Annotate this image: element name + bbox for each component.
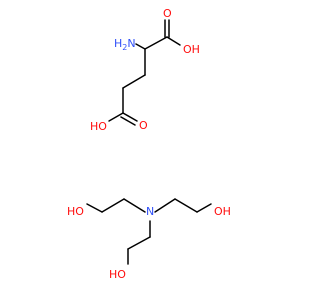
molecule-drawing: H2N OH O HO O N HO [67,7,231,281]
bond-n-right-c1 [154,198,176,213]
oh-bottom-label: HO [109,268,126,281]
acid1-o-label: O [163,7,172,20]
triethanolamine: N HO OH HO [67,198,231,281]
acid2-o-label: O [139,119,148,132]
bond-c5-o-double-b [120,116,136,126]
molecule-canvas: H2N OH O HO O N HO [67,7,231,281]
amine-label: H2N [114,37,136,52]
bond-left-c1-c2 [101,198,125,213]
bond-calpha-c1 [144,36,168,50]
oh-right-label: OH [214,205,231,218]
nitrogen-label: N [146,205,154,218]
glutamic-acid: H2N OH O HO O [90,7,200,133]
bond-cb-cg [122,74,146,89]
acid2-ho-label: HO [90,120,107,133]
bond-calpha-n [135,43,146,50]
bond-right-c1-c2 [174,198,198,213]
bond-n-left-c1 [123,198,146,213]
bond-right-c2-o [196,203,212,213]
bond-c5-oh [108,112,124,122]
bond-c5-o-double-a [122,112,138,122]
bond-c1-oh [166,36,181,46]
bond-bottom-c1-c2 [127,236,151,250]
bond-left-c2-o [86,203,103,213]
acid1-oh-label: OH [183,43,200,56]
oh-left-label: HO [67,205,84,218]
